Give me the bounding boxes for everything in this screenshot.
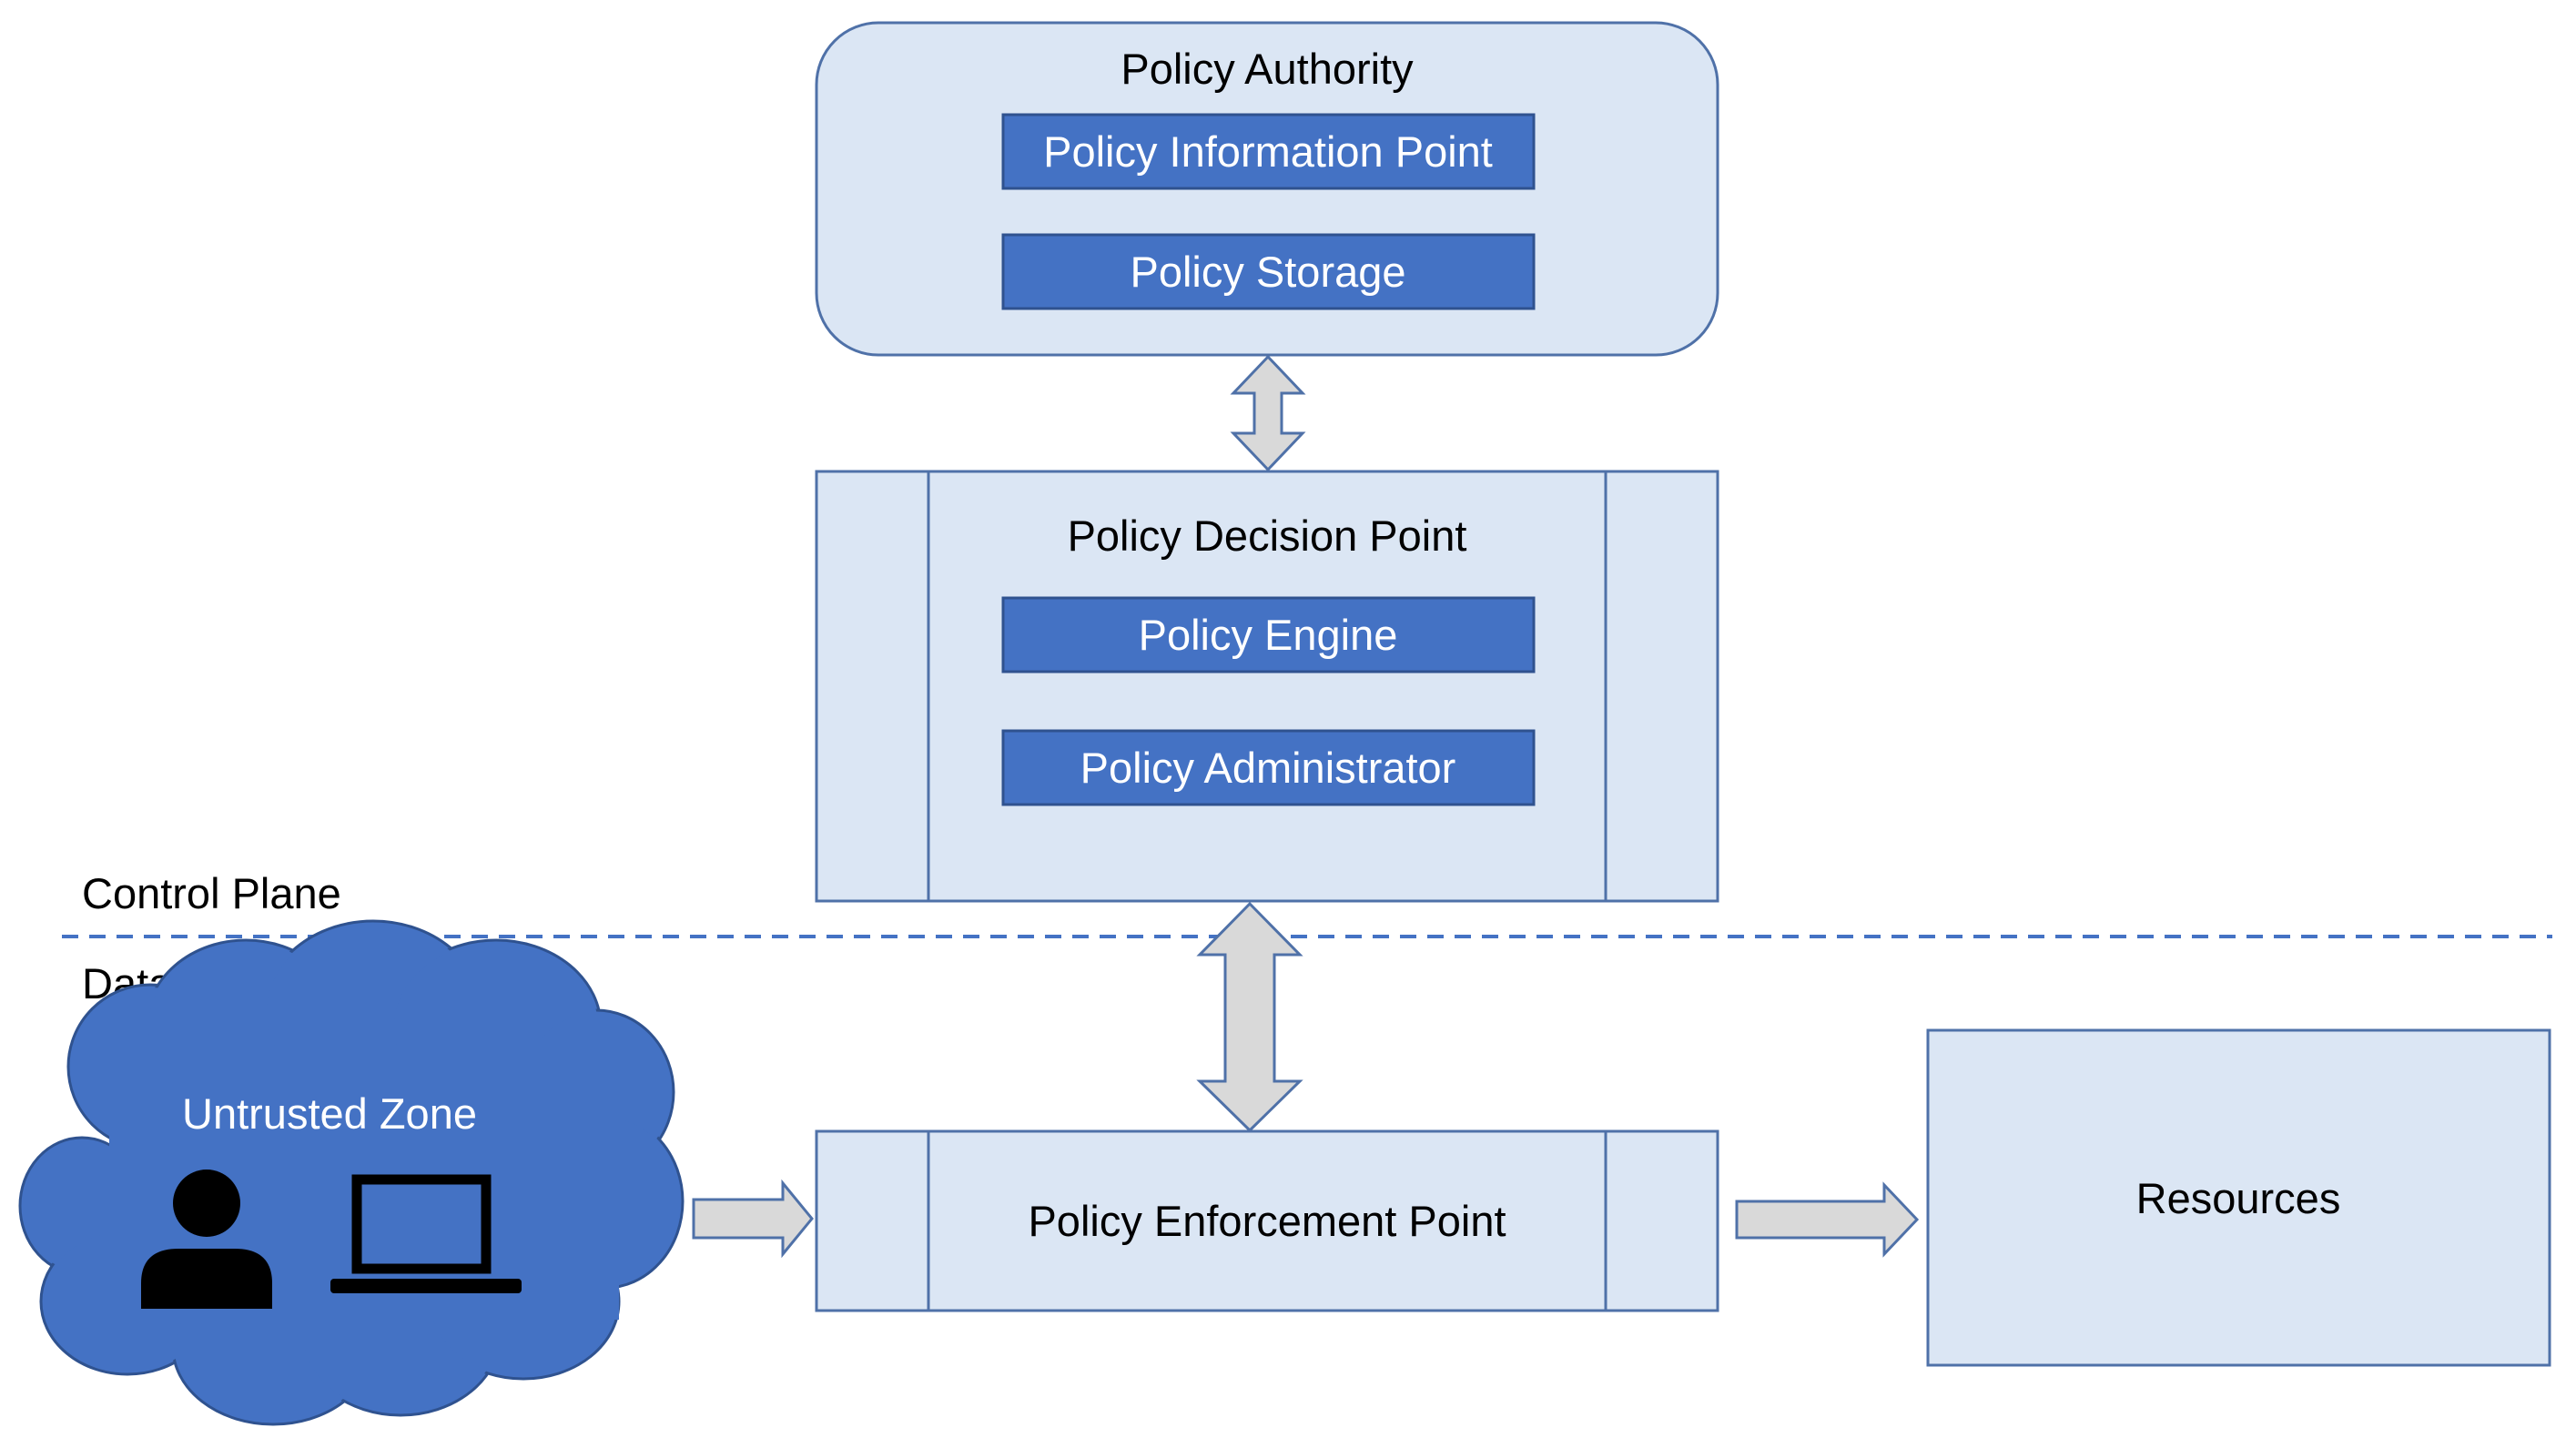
policy-storage-label: Policy Storage — [1130, 248, 1405, 296]
policy-information-point-box — [1001, 113, 1536, 190]
enforcement-to-resources-arrow — [1735, 1181, 1920, 1258]
control-plane-label: Control Plane — [82, 869, 341, 917]
untrusted-zone-cloud-fill — [23, 924, 680, 1422]
policy-enforcement-point-box — [815, 1129, 1719, 1312]
laptop-icon — [330, 1174, 522, 1293]
policy-decision-point: Policy Decision Point Policy Engine Poli… — [815, 470, 1719, 903]
policy-authority: Policy Authority Policy Information Poin… — [815, 21, 1719, 357]
untrusted-zone-label: Untrusted Zone — [182, 1089, 477, 1138]
resources-label: Resources — [2136, 1174, 2341, 1222]
policy-engine-label: Policy Engine — [1139, 611, 1398, 659]
decision-enforcement-double-arrow — [1196, 901, 1303, 1133]
policy-enforcement-point-label: Policy Enforcement Point — [1028, 1197, 1506, 1245]
resources-box — [1926, 1028, 2551, 1367]
untrusted-zone: Untrusted Zone — [18, 919, 685, 1426]
policy-engine-box — [1001, 596, 1536, 673]
user-icon — [141, 1170, 272, 1309]
resources: Resources — [1926, 1028, 2551, 1367]
policy-administrator-label: Policy Administrator — [1080, 744, 1456, 792]
policy-administrator-box — [1001, 729, 1536, 806]
authority-decision-double-arrow — [1230, 354, 1306, 472]
policy-storage-box — [1001, 233, 1536, 310]
policy-decision-point-box — [815, 470, 1719, 903]
zone-to-enforcement-arrow — [692, 1179, 814, 1259]
policy-decision-point-title: Policy Decision Point — [1068, 511, 1467, 560]
policy-information-point-label: Policy Information Point — [1043, 127, 1493, 176]
policy-enforcement-point: Policy Enforcement Point — [815, 1129, 1719, 1312]
policy-authority-title: Policy Authority — [1121, 45, 1414, 93]
